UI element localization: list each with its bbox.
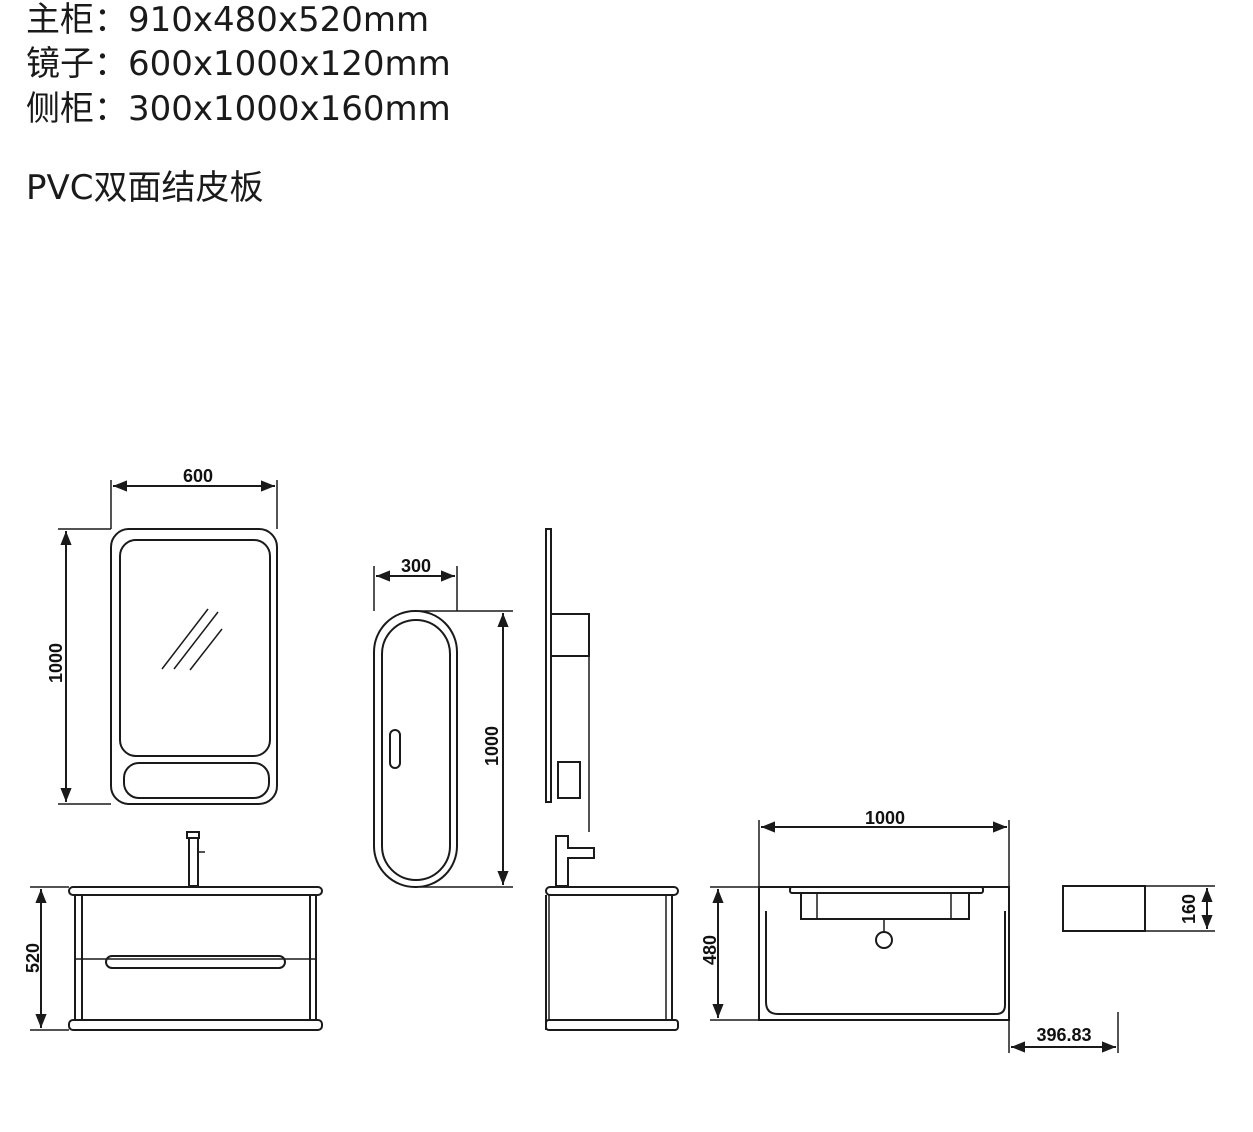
glass-reflection-icon: [161, 608, 209, 670]
spec-separator: ：: [94, 89, 128, 129]
cabinet-height-label: 520: [23, 943, 43, 973]
spec-mirror: 镜子：600x1000x120mm: [26, 44, 451, 84]
side-cabinet-handle: [389, 729, 401, 769]
mirror-width-label: 600: [183, 466, 213, 486]
faucet-profile-icon: [555, 835, 595, 887]
top-depth-label: 480: [700, 935, 720, 965]
cabinet-base: [68, 1019, 323, 1031]
spec-value: 300x1000x160mm: [128, 89, 451, 129]
spec-label: 镜子: [26, 44, 94, 84]
spec-value: 910x480x520mm: [128, 0, 430, 40]
side-cabinet-top-view: [1062, 885, 1215, 932]
spec-value: 600x1000x120mm: [128, 44, 451, 84]
drain-icon: [875, 931, 893, 949]
top-outline: [758, 886, 1010, 1021]
mirror-front-view: [58, 480, 278, 805]
mirror-height-label: 1000: [46, 643, 66, 683]
mirror-profile: [545, 528, 552, 803]
side-cabinet-front-view: [373, 566, 513, 888]
drawer-handle: [105, 955, 286, 969]
mirror-frame: [110, 528, 278, 805]
side-width-label: 300: [401, 556, 431, 576]
mirror-shelf: [123, 762, 270, 799]
spec-label: 侧柜: [26, 89, 94, 129]
top-width-label: 1000: [865, 808, 905, 828]
cabinet-base-profile: [545, 1019, 679, 1031]
drawer-box: [800, 892, 970, 920]
spec-side-cabinet: 侧柜：300x1000x160mm: [26, 89, 451, 129]
faucet-body: [188, 837, 199, 887]
wall-bracket: [557, 761, 581, 799]
side-top-outline: [1062, 885, 1146, 932]
spec-separator: ：: [94, 44, 128, 84]
side-depth-label: 160: [1179, 894, 1199, 924]
main-cabinet-front-view: [30, 831, 323, 1031]
cabinet-top: [68, 886, 323, 896]
spec-separator: ：: [94, 0, 128, 40]
spec-label: 主柜: [26, 0, 94, 40]
counter-profile: [545, 886, 679, 896]
offset-label: 396.83: [1036, 1025, 1091, 1045]
spec-main-cabinet: 主柜：910x480x520mm: [26, 0, 429, 40]
top-view: [710, 820, 1119, 1053]
basin-bowl: [765, 911, 1006, 1015]
mirror-glass: [119, 539, 271, 757]
material-note: PVC双面结皮板: [26, 168, 264, 208]
side-cabinet-frame: [373, 610, 458, 888]
cabinet-body: [81, 894, 311, 1021]
side-height-label: 1000: [482, 726, 502, 766]
side-cabinet-door: [381, 619, 451, 881]
side-elevation-view: [545, 528, 679, 1031]
mirror-cabinet-profile: [550, 613, 590, 657]
